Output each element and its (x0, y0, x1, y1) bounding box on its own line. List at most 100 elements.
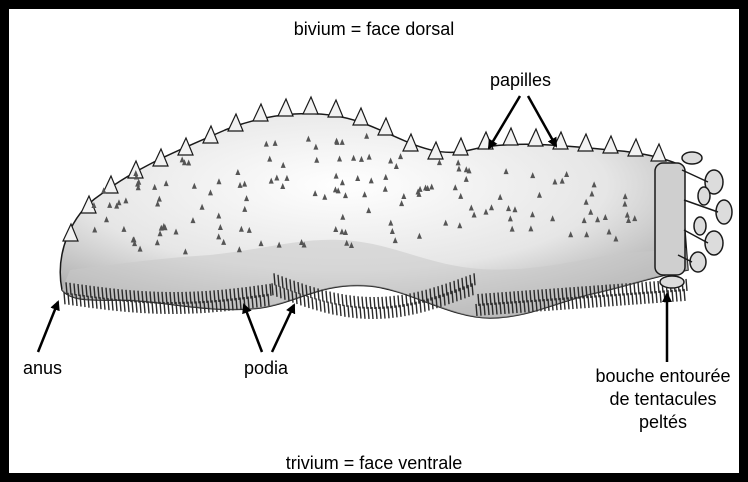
podium (240, 298, 241, 310)
podium (66, 282, 67, 294)
podium (386, 297, 387, 309)
podium (514, 291, 515, 303)
podium (390, 296, 391, 308)
podium (548, 299, 549, 311)
podium (366, 297, 367, 309)
papilla-spike (503, 128, 518, 145)
podium (356, 306, 357, 318)
mouth-label-line2: de tentacules (588, 388, 738, 411)
podium (520, 301, 521, 313)
podium (158, 292, 159, 304)
podium (64, 292, 65, 304)
podium (218, 290, 219, 302)
podium (72, 293, 73, 305)
podium (70, 283, 71, 295)
podium (644, 292, 645, 304)
podium (322, 290, 323, 302)
podium (574, 287, 575, 299)
podium (328, 302, 329, 314)
podium (452, 291, 453, 303)
papilla-spike (628, 139, 643, 156)
podium (334, 293, 335, 305)
podium (152, 302, 153, 314)
podium (570, 287, 571, 299)
podium (546, 289, 547, 301)
podium (446, 284, 447, 296)
podium (252, 296, 253, 308)
podium (326, 291, 327, 303)
podium (234, 288, 235, 300)
podium (126, 290, 127, 302)
podium (396, 305, 397, 317)
podium (138, 291, 139, 303)
podium (560, 298, 561, 310)
podium (206, 291, 207, 303)
podium (112, 299, 113, 311)
podium (288, 289, 289, 301)
podium (652, 291, 653, 303)
podium (198, 291, 199, 303)
podium (264, 294, 265, 306)
podium (600, 295, 601, 307)
podium (200, 301, 201, 313)
podium (202, 291, 203, 303)
podium (384, 307, 385, 319)
podium (538, 290, 539, 302)
papilla-spike (228, 114, 243, 131)
podium (338, 293, 339, 305)
podium (280, 286, 281, 298)
podium (480, 304, 481, 316)
podium (400, 305, 401, 317)
podium (194, 292, 195, 304)
papillae-label: papilles (490, 69, 551, 91)
podium (550, 289, 551, 301)
podium (230, 289, 231, 301)
podium (168, 302, 169, 314)
podium (392, 306, 393, 318)
podium (142, 291, 143, 303)
podium (164, 302, 165, 314)
podium (162, 292, 163, 304)
podium (358, 296, 359, 308)
podium (132, 300, 133, 312)
podium (318, 288, 319, 300)
podium (352, 306, 353, 318)
podium (494, 293, 495, 305)
podium (278, 275, 279, 287)
podium (638, 282, 639, 294)
podium (426, 290, 427, 302)
podium (190, 292, 191, 304)
podium (310, 286, 311, 298)
podium (540, 299, 541, 311)
podium (368, 307, 369, 319)
podium (250, 287, 251, 299)
podium (594, 286, 595, 298)
papilla-spike (328, 100, 343, 117)
podium (596, 295, 597, 307)
podium (544, 299, 545, 311)
podium (604, 295, 605, 307)
podium (410, 293, 411, 305)
podium (472, 283, 473, 295)
podium (332, 303, 333, 315)
podium (78, 284, 79, 296)
podium (496, 303, 497, 315)
podium (182, 292, 183, 304)
podium (394, 296, 395, 308)
podium (654, 281, 655, 293)
podium (418, 292, 419, 304)
podium (434, 287, 435, 299)
podium (178, 292, 179, 304)
podium (416, 302, 417, 314)
podium (598, 285, 599, 297)
podium (300, 293, 301, 305)
podium (110, 288, 111, 300)
podium (556, 298, 557, 310)
podium (430, 289, 431, 301)
podium (102, 287, 103, 299)
podium (562, 288, 563, 300)
podium (256, 295, 257, 307)
oral-tentacles (655, 152, 732, 288)
podium (614, 284, 615, 296)
podium (648, 292, 649, 304)
